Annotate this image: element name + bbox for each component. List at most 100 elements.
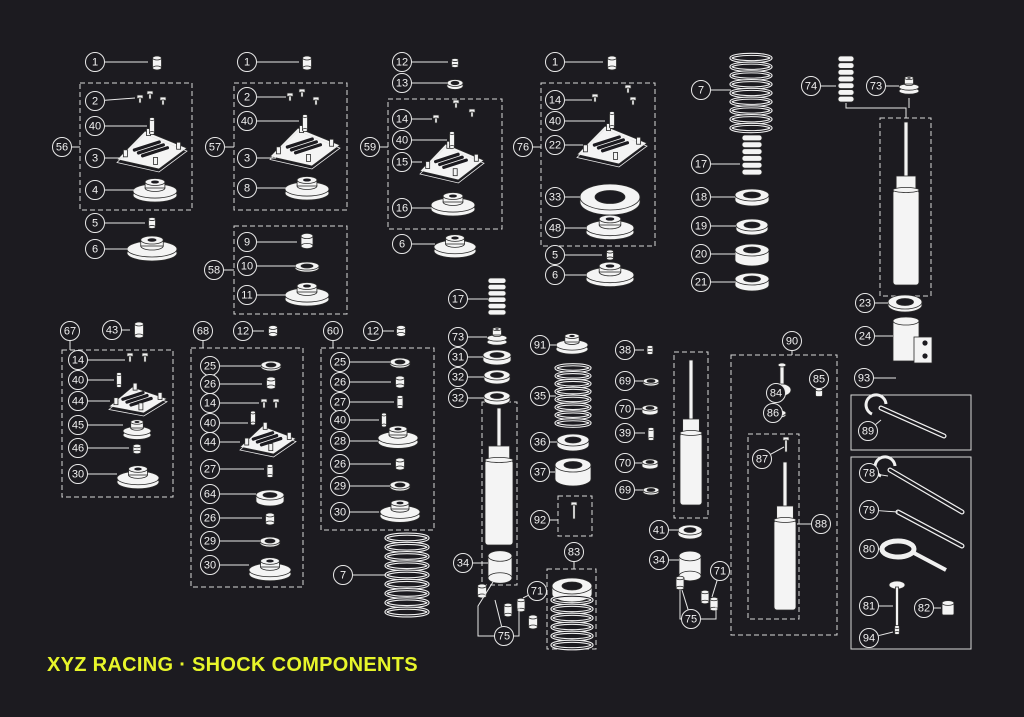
callout-20: 20	[691, 244, 711, 264]
callout-69: 69	[615, 371, 635, 391]
part-89-wrench	[864, 393, 947, 439]
part-4-mount	[132, 178, 178, 203]
callout-number: 41	[653, 525, 665, 537]
callout-number: 30	[204, 560, 216, 572]
callout-number: 26	[204, 513, 216, 525]
callout-number: 14	[549, 95, 561, 107]
part-69-washer-b	[642, 486, 660, 496]
part-20-collar	[734, 243, 770, 267]
callout-78: 78	[859, 463, 879, 483]
callout-11: 11	[237, 285, 257, 305]
callout-3: 3	[85, 148, 105, 168]
callout-number: 40	[204, 418, 216, 430]
callout-94: 94	[859, 628, 879, 648]
callout-70: 70	[615, 453, 635, 473]
part-14-bolt-h	[141, 352, 149, 363]
part-12-nut	[451, 58, 459, 68]
callout-number: 2	[92, 96, 98, 108]
part-39-sleeve	[647, 427, 655, 441]
callout-number: 82	[918, 603, 930, 615]
callout-40: 40	[237, 111, 257, 131]
callout-69: 69	[615, 480, 635, 500]
callout-number: 75	[685, 614, 697, 626]
callout-number: 24	[859, 331, 871, 343]
callout-number: 73	[870, 81, 882, 93]
callout-number: 69	[619, 485, 631, 497]
part-30-seat	[116, 465, 160, 490]
callout-number: 75	[498, 631, 510, 643]
callout-91: 91	[530, 335, 550, 355]
callout-10: 10	[237, 256, 257, 276]
callout-32: 32	[448, 388, 468, 408]
callout-number: 71	[531, 586, 543, 598]
callout-30: 30	[68, 464, 88, 484]
callout-75: 75	[494, 626, 514, 646]
part-85-nut	[815, 387, 823, 397]
callout-31: 31	[448, 347, 468, 367]
callout-59: 59	[360, 137, 380, 157]
callout-number: 12	[237, 326, 249, 338]
callout-90: 90	[782, 331, 802, 351]
callout-87: 87	[752, 449, 772, 469]
callout-84: 84	[766, 383, 786, 403]
callout-80: 80	[859, 539, 879, 559]
callout-39: 39	[615, 423, 635, 443]
part-31-perch	[482, 349, 512, 366]
callout-12: 12	[233, 321, 253, 341]
callout-68: 68	[193, 321, 213, 341]
part-15-camber-plate	[419, 140, 485, 184]
part-73-mount	[898, 76, 920, 95]
part-71-bush-c	[700, 589, 710, 605]
group-box-88	[747, 433, 800, 620]
part-10-washer	[294, 261, 320, 273]
callout-67: 67	[60, 321, 80, 341]
part-22-camber-plate	[576, 123, 648, 168]
callout-81: 81	[859, 596, 879, 616]
callout-number: 60	[327, 326, 339, 338]
callout-number: 36	[534, 437, 546, 449]
callout-number: 26	[204, 379, 216, 391]
callout-number: 27	[204, 464, 216, 476]
callout-number: 14	[204, 398, 216, 410]
part-40-stud-d	[609, 111, 615, 129]
callout-number: 17	[452, 294, 464, 306]
callout-number: 86	[767, 408, 779, 420]
callout-number: 11	[241, 290, 252, 302]
callout-number: 7	[340, 570, 346, 582]
callout-number: 93	[858, 373, 870, 385]
callout-number: 69	[619, 376, 631, 388]
part-40-stud-e	[116, 372, 122, 388]
callout-38: 38	[615, 340, 635, 360]
part-17-bump	[741, 134, 763, 176]
page-title: XYZ RACING · SHOCK COMPONENTS	[47, 654, 418, 676]
callout-number: 6	[399, 239, 405, 251]
callout-number: 3	[244, 153, 250, 165]
callout-92: 92	[530, 510, 550, 530]
callout-number: 71	[714, 566, 726, 578]
callout-71: 71	[710, 561, 730, 581]
part-shock-mid	[679, 359, 703, 506]
part-38-nut	[646, 345, 654, 355]
callout-17: 17	[448, 289, 468, 309]
part-33-plate	[579, 183, 641, 216]
part-14-bolt-d	[591, 93, 599, 103]
callout-number: 56	[56, 142, 68, 154]
part-40-stud-g	[381, 412, 387, 428]
callout-number: 13	[396, 78, 408, 90]
part-25-washer-b	[389, 357, 411, 369]
part-79-wrench	[895, 509, 965, 549]
callout-86: 86	[763, 403, 783, 423]
callout-19: 19	[691, 216, 711, 236]
callout-26: 26	[330, 454, 350, 474]
callout-40: 40	[68, 370, 88, 390]
callout-number: 15	[396, 157, 408, 169]
leader-connector	[845, 103, 907, 118]
group-box-tools	[850, 456, 972, 650]
callout-23: 23	[855, 293, 875, 313]
callout-35: 35	[530, 386, 550, 406]
callout-1: 1	[85, 52, 105, 72]
callout-number: 6	[552, 270, 558, 282]
callout-1: 1	[545, 52, 565, 72]
callout-number: 34	[653, 555, 665, 567]
part-8-mount	[284, 176, 330, 201]
